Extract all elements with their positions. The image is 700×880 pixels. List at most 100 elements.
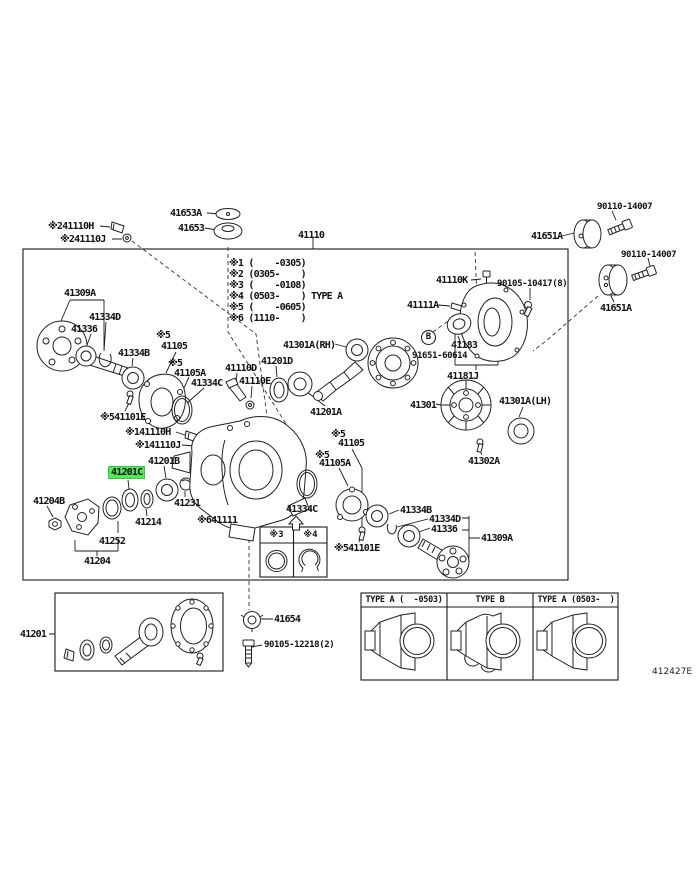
nut-41204b-icon [48,517,62,531]
snapring-41334d-left-icon [98,352,112,368]
legend-line-6: ※6 (1110- ) [229,313,307,324]
snapring-inset-icon [298,548,321,573]
flange-41204-icon [64,498,100,536]
label-41651a: 41651A [531,231,563,242]
snapring-41334d-right-icon [386,523,397,535]
seal-41252-icon [102,496,122,520]
label-41301arh: 41301A(RH) [283,340,336,351]
label-41214: 41214 [135,517,162,528]
bolt-90110-top-icon [607,218,633,236]
label-41302a: 41302A [468,456,500,467]
legend-line-1: ※1 ( -0305) [229,258,307,269]
label-41301: 41301 [410,400,437,411]
variant-type-a1-drawing [364,612,435,671]
label-41201c[interactable]: 41201C [107,466,146,479]
label-5: ※5 [315,450,330,461]
variant-header-type-a2: TYPE A (0503- ) [537,595,615,605]
breather-plug-icon [110,221,125,234]
bearing-41334b-left-icon [121,366,145,390]
label-541101e: ※541101E [334,543,380,554]
label-b: B [421,330,436,345]
label-9011014007: 90110-14007 [621,250,677,260]
label-41105a: 41105A [174,368,206,379]
bolt-41101e-left-icon [126,390,134,406]
variant-type-b-drawing [450,612,521,673]
label-41252: 41252 [99,536,126,547]
bearing-41301a-lh-icon [507,417,535,445]
axle-hub-left-icon [36,320,132,379]
label-41110e: 41110E [239,376,271,387]
oring-41334c-left-icon [171,395,193,425]
retainer-41183-icon [446,313,472,335]
seal-41201d-icon [269,377,289,403]
label-41183: 41183 [451,340,478,351]
rear-cover-housing-icon [459,282,528,362]
label-41181j: 41181J [447,371,479,382]
label-41105a: 41105A [319,458,351,469]
main-assembly-box [22,248,569,581]
label-41204b: 41204B [33,496,65,507]
retainer-41105-left-icon [138,373,186,429]
drive-pinion-icon [313,361,364,402]
oring-inset-icon [265,550,288,572]
variant-table-frame [360,592,619,681]
label-9165160614: 91651-60614 [412,351,468,361]
variant-header-type-a1: TYPE A ( -0503) [365,595,443,605]
arrow-41334c-icon [287,515,305,531]
label-41334d: 41334D [89,312,121,323]
label-241110j: ※241110J [60,234,106,245]
ring-gear-icon [367,337,419,389]
label-41105: 41105 [338,438,365,449]
label-41654: 41654 [274,614,301,625]
washer-41214-icon [140,489,154,509]
washer-41110e-icon [245,400,255,410]
label-41201b: 41201B [148,456,180,467]
label-5: ※5 [331,429,346,440]
diagram-code: 412427E [652,667,693,677]
variant-type-a2-drawing [536,612,607,671]
bearing-41336-right-icon [397,524,421,548]
label-41651a: 41651A [600,303,632,314]
bolt-41101e-right-icon [358,526,366,541]
label-5: ※5 [156,330,171,341]
bolt-41110d-icon [225,377,247,402]
label-141110j: ※141110J [135,440,181,451]
label-41105: 41105 [161,341,188,352]
inset-header-ref4: ※4 [303,530,318,540]
label-41231: 41231 [174,498,201,509]
label-90105104178: 90105-10417(8) [497,279,568,289]
washer-icon-top-left [122,233,132,243]
label-41334b: 41334B [400,505,432,516]
bolt-90105-12218-icon [242,639,255,668]
bolt-41302a-icon [476,438,484,453]
differential-carrier-icon [171,415,310,542]
pinion-set-box [54,592,224,672]
bolt-90110-lower-icon [631,264,657,282]
pinion-kit-icons [63,598,214,667]
label-41201: 41201 [20,629,47,640]
label-9011014007: 90110-14007 [597,202,653,212]
part-drawings [36,208,657,673]
label-90105122182: 90105-12218(2) [264,640,335,650]
bearing-41201b-icon [155,478,179,502]
label-141110h: ※141110H [125,427,171,438]
label-41653: 41653 [178,223,205,234]
bearing-41336-left-icon [75,345,97,367]
label-41309a: 41309A [64,288,96,299]
bearing-41334b-right-icon [365,504,389,528]
label-41336: 41336 [71,324,98,335]
label-41110: 41110 [298,230,325,241]
legend-line-3: ※3 ( -0108) [229,280,307,291]
plug-41653a-icon [215,208,241,220]
variant-header-type-b: TYPE B [475,595,505,605]
label-5: ※5 [168,358,183,369]
legend-line-5: ※5 ( -0605) [229,302,307,313]
label-41334b: 41334B [118,348,150,359]
label-41334c: 41334C [191,378,223,389]
label-41204: 41204 [84,556,111,567]
retainer-41105-right-icon [335,486,369,522]
label-41334c: 41334C [286,504,318,515]
axle-shaft-41309a-right-icon [417,538,470,579]
